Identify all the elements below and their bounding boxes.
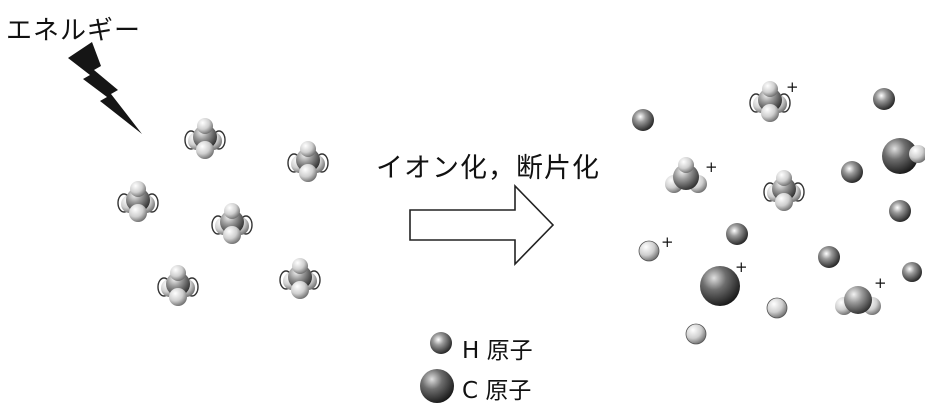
legend-c-label: C 原子 [462,378,532,404]
process-label: イオン化，断片化 [376,153,600,184]
methylidyne-fragment [882,138,925,174]
methane-molecule [117,181,159,222]
energy-label: エネルギー [6,16,142,46]
charge-symbol: + [786,78,799,96]
methane-molecule [287,141,329,182]
charge-symbol: + [874,274,887,292]
charge-symbol: + [735,258,748,276]
charge-symbol: + [705,158,718,176]
methane-molecule [184,118,226,159]
reaction-arrow [409,184,555,266]
methane-molecule [211,203,253,244]
methane-ion [749,81,791,122]
legend-c-icon [420,369,454,403]
methane-molecule [763,170,805,211]
methyl-ion [665,157,707,193]
methane-molecule [157,265,199,306]
charge-markers: + + + + + [661,78,887,292]
methylene-ion [835,286,881,315]
lightning-bolt-icon [68,42,142,134]
legend-h-label: H 原子 [462,338,533,364]
hydrogen-ions [638,240,788,345]
legend-h-icon [430,332,452,354]
methane-molecule [279,258,321,299]
charge-symbol: + [661,233,674,251]
carbon-ion [700,266,740,306]
hydrogen-atoms [632,88,922,282]
